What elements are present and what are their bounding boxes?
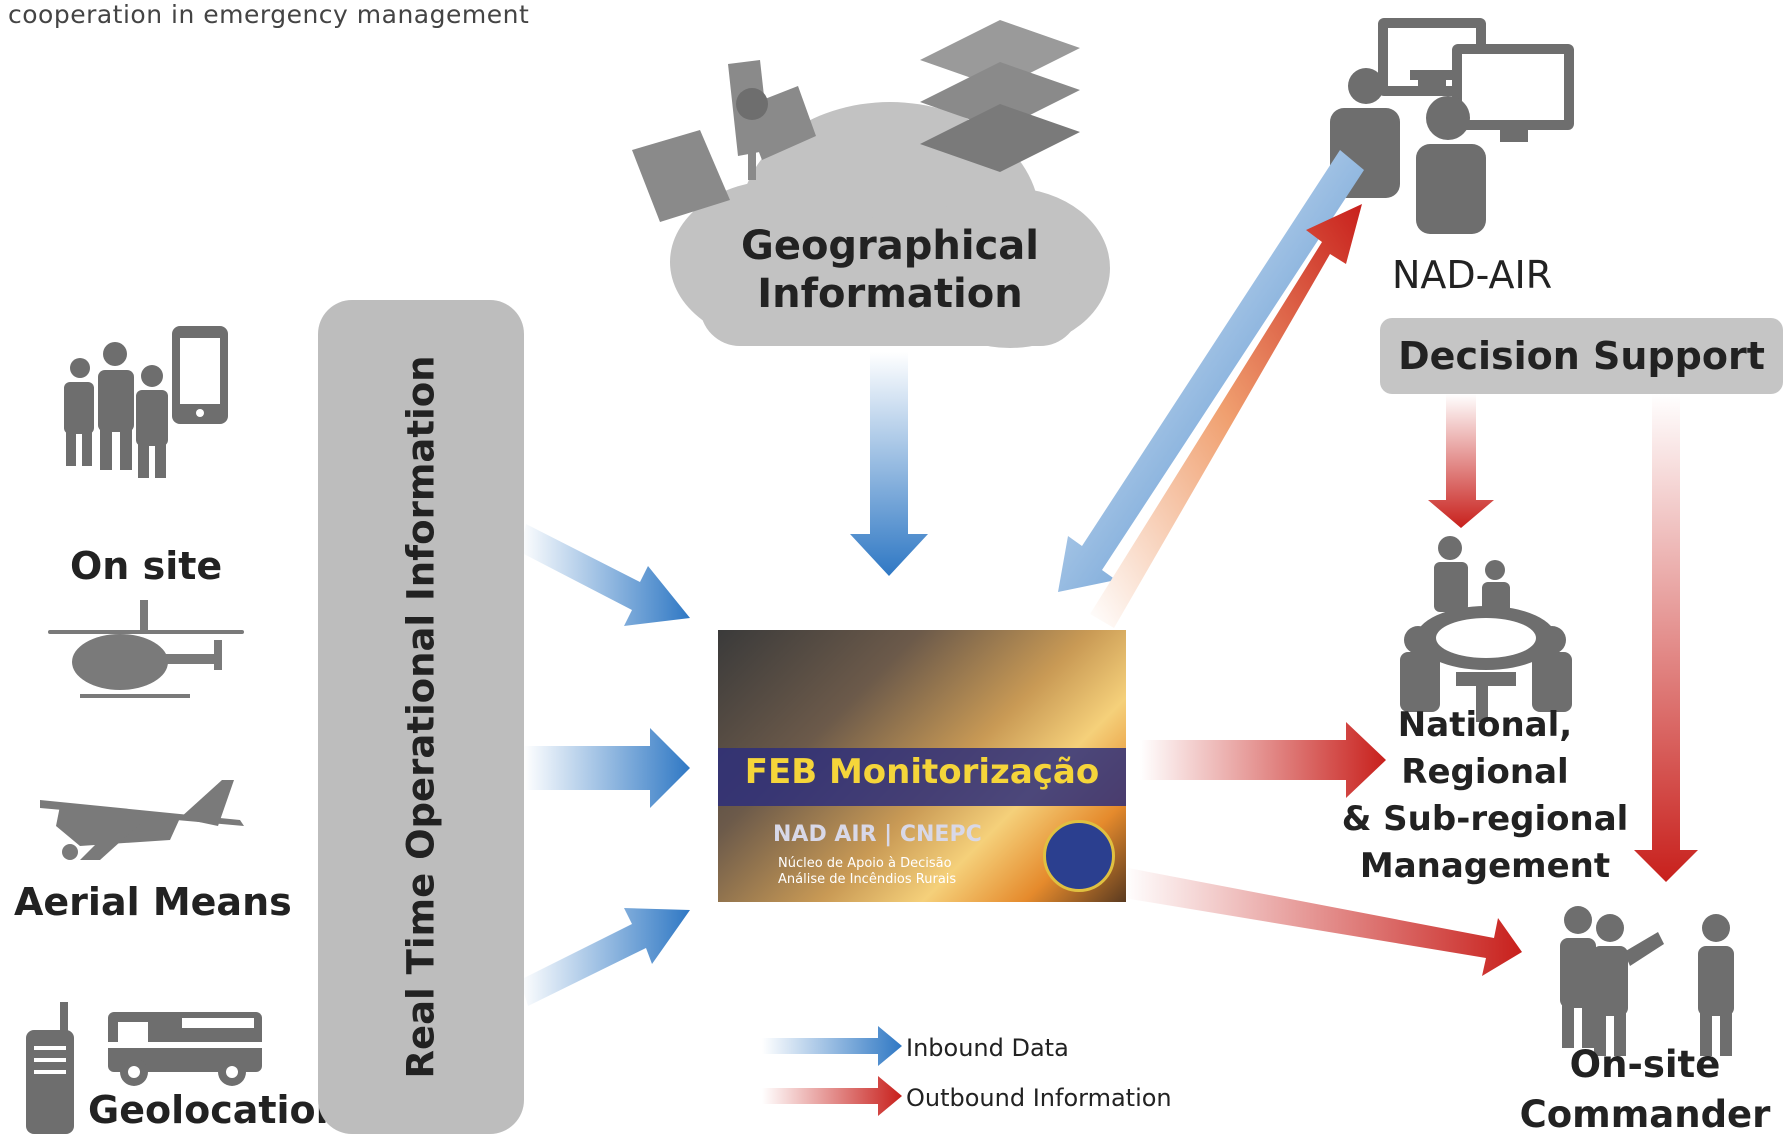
management-label: National, Regional & Sub-regional Manage…: [1335, 702, 1635, 890]
legend-inbound-arrow: [762, 1026, 902, 1066]
management-line2: Regional: [1401, 752, 1569, 792]
outbound-arrow-ds-management: [1428, 394, 1494, 528]
legend-inbound-label: Inbound Data: [906, 1034, 1069, 1062]
commander-line1: On-site: [1569, 1043, 1721, 1086]
screen-caption: Núcleo de Apoio à Decisão Análise de Inc…: [778, 856, 956, 888]
aerial-means-label: Aerial Means: [14, 880, 292, 924]
screen-subtitle: NAD AIR | CNEPC: [773, 822, 982, 847]
airplane-icon: [40, 780, 244, 860]
inbound-arrow-bottom: [520, 908, 690, 1006]
management-line1: National,: [1397, 705, 1573, 745]
inbound-arrow-nad: [1058, 150, 1364, 592]
on-site-label: On site: [70, 544, 223, 588]
inbound-arrow-top: [520, 524, 690, 626]
meeting-table-icon: [1400, 536, 1572, 722]
management-line4: Management: [1359, 846, 1611, 886]
operators-monitors-icon: [1330, 18, 1574, 234]
fire-truck-icon: [108, 1012, 262, 1086]
geo-info-line1: Geographical: [740, 223, 1040, 269]
map-layers-icon: [920, 20, 1080, 172]
outbound-arrow-nad: [1090, 204, 1362, 628]
decision-support-label: Decision Support: [1398, 334, 1765, 378]
screen-title: FEB Monitorização: [744, 752, 1100, 792]
cloud-icon: [670, 102, 1110, 348]
inbound-arrow-geo: [850, 352, 928, 576]
caption-text: cooperation in emergency management: [8, 0, 530, 29]
management-line3: & Sub-regional: [1341, 799, 1629, 839]
commander-line2: Commander: [1519, 1093, 1771, 1136]
outbound-arrow-management: [1140, 722, 1386, 798]
realtime-info-panel: Real Time Operational Information: [318, 300, 524, 1134]
outbound-arrow-ds-commander: [1634, 394, 1698, 882]
screen-caption-line1: Núcleo de Apoio à Decisão: [778, 856, 952, 871]
nad-air-label: NAD-AIR: [1392, 253, 1553, 297]
feb-monitor-screen: FEB Monitorização NAD AIR | CNEPC Núcleo…: [718, 630, 1126, 902]
inbound-arrow-middle: [524, 728, 690, 808]
realtime-info-label: Real Time Operational Information: [399, 355, 443, 1079]
commander-people-icon: [1560, 906, 1734, 1056]
legend-outbound-arrow: [762, 1076, 902, 1116]
legend-outbound-label: Outbound Information: [906, 1084, 1172, 1112]
geolocation-label: Geolocation: [88, 1088, 343, 1132]
geo-info-line2: Information: [757, 271, 1023, 317]
screen-banner: [718, 748, 1126, 806]
helicopter-icon: [48, 600, 244, 698]
emblem-icon: [1043, 820, 1115, 892]
outbound-arrow-commander: [1124, 868, 1522, 976]
satellite-icon: [632, 60, 816, 222]
radio-icon: [26, 1002, 74, 1134]
geo-info-label: Geographical Information: [690, 222, 1090, 318]
people-phone-icon: [64, 326, 228, 478]
decision-support-box: Decision Support: [1380, 318, 1783, 394]
screen-caption-line2: Análise de Incêndios Rurais: [778, 872, 957, 887]
commander-label: On-site Commander: [1500, 1040, 1783, 1140]
